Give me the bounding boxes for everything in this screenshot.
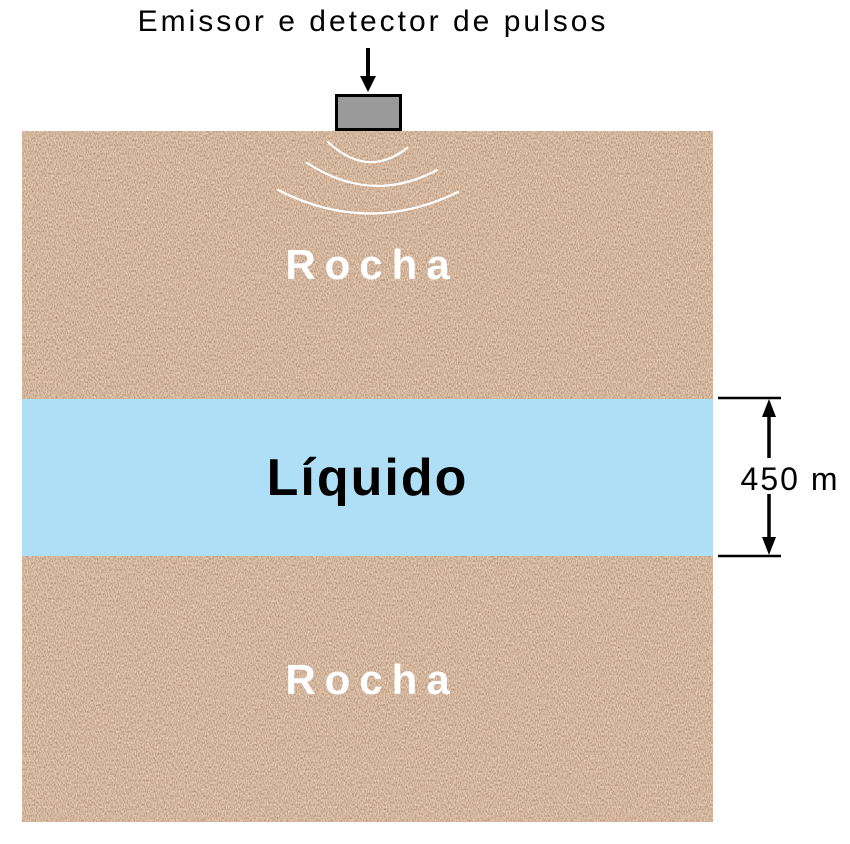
thickness-label: 450 m xyxy=(740,461,840,497)
diagram-title: Emissor e detector de pulsos xyxy=(137,5,609,38)
ground-cross-section: Rocha Líquido Rocha xyxy=(22,131,713,822)
layer-rock-bottom: Rocha xyxy=(22,556,713,822)
liquid-label: Líquido xyxy=(266,448,469,507)
rock-top-label: Rocha xyxy=(285,241,459,288)
rock-texture xyxy=(22,556,713,822)
pulse-emitter-detector-box xyxy=(335,94,402,131)
layer-rock-top: Rocha xyxy=(22,131,713,399)
layer-liquid: Líquido xyxy=(22,399,713,556)
rock-bottom-label: Rocha xyxy=(285,656,459,703)
down-arrow-icon xyxy=(360,48,376,92)
